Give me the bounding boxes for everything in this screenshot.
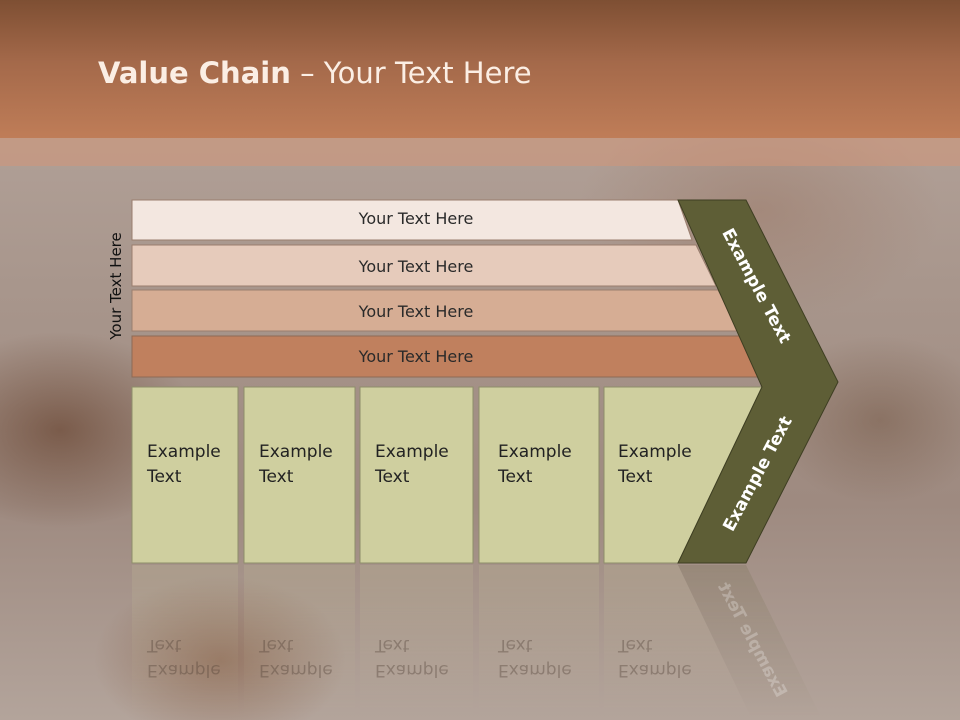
reflection bbox=[132, 565, 820, 715]
column-3-shape[interactable] bbox=[359, 386, 474, 564]
bar-3-label: Your Text Here bbox=[358, 302, 474, 321]
column-1-shape[interactable] bbox=[131, 386, 239, 564]
header-strip bbox=[0, 138, 960, 166]
column-1-label: Example Text bbox=[147, 442, 221, 487]
bar-1-shape[interactable] bbox=[131, 199, 693, 241]
title-bold: Value Chain bbox=[98, 56, 291, 90]
reflect-label-1: Example Text bbox=[147, 635, 221, 680]
bar-1-label: Your Text Here bbox=[358, 209, 474, 228]
slide-title: Value Chain – Your Text Here bbox=[98, 56, 532, 90]
reflect-label-3: Example Text bbox=[375, 635, 449, 680]
bar-4-label: Your Text Here bbox=[358, 347, 474, 366]
column-2-label: Example Text bbox=[259, 442, 333, 487]
bar-2-shape[interactable] bbox=[131, 244, 717, 287]
title-rest: – Your Text Here bbox=[290, 56, 532, 90]
reflect-label-5: Example Text bbox=[618, 635, 692, 680]
header-band bbox=[0, 0, 960, 138]
column-2-shape[interactable] bbox=[243, 386, 356, 564]
column-4-label: Example Text bbox=[498, 442, 572, 487]
column-5-label: Example Text bbox=[618, 442, 692, 487]
reflect-label-4: Example Text bbox=[498, 635, 572, 680]
reflect-label-2: Example Text bbox=[259, 635, 333, 680]
column-3-label: Example Text bbox=[375, 442, 449, 487]
bar-2-label: Your Text Here bbox=[358, 257, 474, 276]
column-4-shape[interactable] bbox=[478, 386, 600, 564]
chevron-arrow[interactable] bbox=[677, 199, 839, 564]
